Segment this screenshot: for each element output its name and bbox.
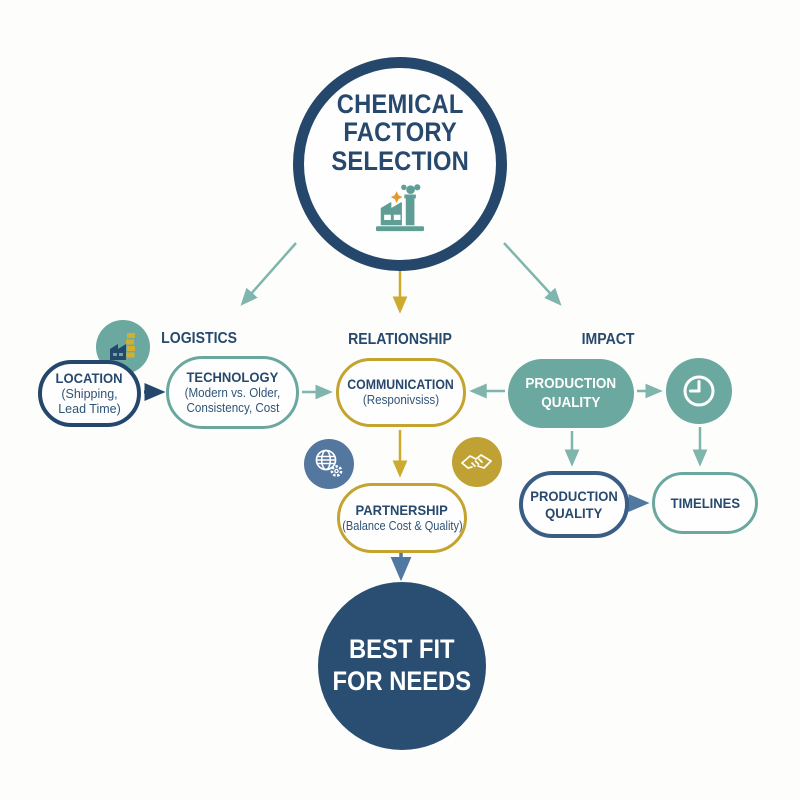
arrow-hub-to-impact [503, 242, 562, 306]
pq-impact-line1: PRODUCTION [525, 376, 617, 393]
arrow-hub-to-logistics [240, 242, 297, 306]
best-fit-line2: FOR NEEDS [332, 666, 472, 696]
globe-gear-icon [304, 439, 354, 489]
pq-outcome-line1: PRODUCTION [530, 487, 618, 504]
impact-label-text: IMPACT [581, 331, 635, 348]
technology-sub2: Consistency, Cost [186, 400, 279, 415]
handshake-icon [452, 437, 502, 487]
node-technology: TECHNOLOGY (Modern vs. Older, Consistenc… [166, 356, 299, 429]
hub-title: CHEMICAL FACTORY SELECTION [331, 88, 469, 176]
pq-outcome-line2: QUALITY [545, 504, 603, 521]
clock-icon [666, 358, 732, 424]
hub-title-line3: SELECTION [331, 145, 469, 176]
partnership-sub: (Balance Cost & Quality) [341, 518, 463, 533]
branch-label-impact: IMPACT [558, 331, 658, 349]
branch-label-relationship: RELATIONSHIP [340, 331, 460, 349]
technology-sub1: (Modern vs. Older, [184, 385, 281, 400]
best-fit-text: BEST FIT FOR NEEDS [333, 634, 472, 698]
node-communication: COMMUNICATION (Responivsiss) [336, 358, 466, 427]
best-fit-line1: BEST FIT [349, 634, 455, 665]
relationship-label-text: RELATIONSHIP [348, 331, 452, 348]
hub-title-line1: CHEMICAL [336, 88, 464, 119]
location-title: LOCATION [55, 369, 124, 386]
node-production-quality-impact: PRODUCTION QUALITY [508, 359, 634, 428]
location-sub1: (Shipping, [61, 386, 118, 401]
node-production-quality-outcome: PRODUCTION QUALITY [519, 471, 629, 538]
communication-title: COMMUNICATION [347, 376, 455, 393]
hub-title-line2: FACTORY [343, 117, 457, 148]
branch-label-logistics: LOGISTICS [144, 330, 254, 348]
partnership-title: PARTNERSHIP [355, 501, 449, 518]
technology-title: TECHNOLOGY [186, 368, 279, 385]
node-partnership: PARTNERSHIP (Balance Cost & Quality) [337, 483, 467, 553]
node-timelines: TIMELINES [652, 472, 758, 534]
communication-sub: (Responivsiss) [362, 393, 440, 408]
pq-impact-line2: QUALITY [541, 394, 601, 411]
location-sub2: Lead Time) [58, 401, 121, 416]
factory-icon [371, 183, 429, 238]
logistics-label-text: LOGISTICS [161, 330, 237, 347]
node-location: LOCATION (Shipping, Lead Time) [38, 360, 141, 427]
node-best-fit-for-needs: BEST FIT FOR NEEDS [318, 582, 486, 750]
timelines-title: TIMELINES [670, 494, 740, 511]
hub-chemical-factory-selection: CHEMICAL FACTORY SELECTION [293, 57, 507, 271]
